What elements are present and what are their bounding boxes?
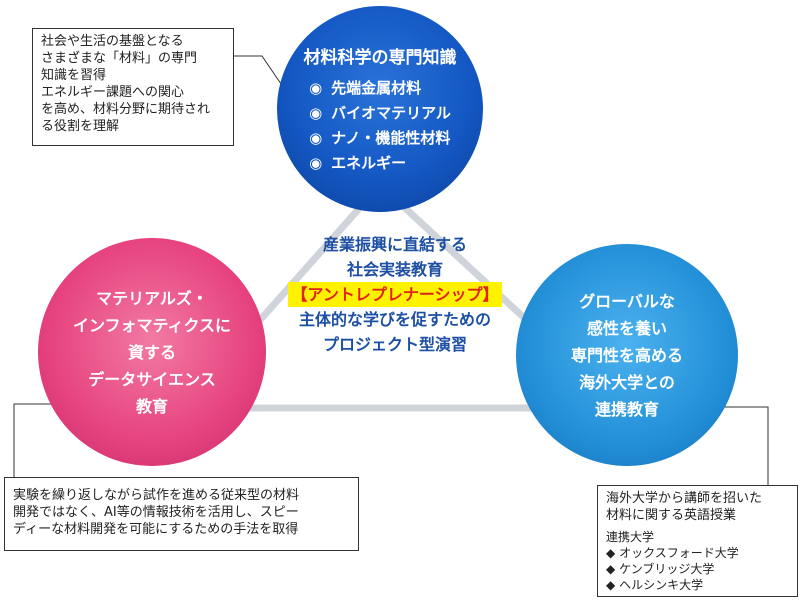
- materials-science-circle: 材料科学の専門知識 ◉ 先端金属材料 ◉ バイオマテリアル ◉ ナノ・機能性材料 ◉ エ…: [277, 6, 483, 212]
- partner-name: ケンブリッジ大学: [619, 562, 715, 576]
- list-item: ◉ バイオマテリアル: [309, 101, 451, 126]
- list-item: ◉ ナノ・機能性材料: [309, 126, 451, 151]
- list-item-label: 先端金属材料: [331, 78, 422, 97]
- note-line: エネルギー課題への関心: [41, 85, 185, 100]
- note-line: 知識を習得: [41, 68, 107, 83]
- circle-text-line: マテリアルズ・: [96, 288, 208, 308]
- partner-name: ヘルシンキ大学: [619, 578, 704, 592]
- diamond-bullet-icon: ◆: [606, 578, 616, 592]
- note-line: ディーな材料開発を可能にするための手法を取得: [13, 522, 299, 537]
- center-text-line: 社会実装教育: [346, 260, 443, 279]
- partner-item: ◆ ケンブリッジ大学: [606, 561, 789, 577]
- radio-bullet-icon: ◉: [309, 153, 323, 172]
- radio-bullet-icon: ◉: [309, 103, 323, 122]
- circle-text-line: 海外大学との: [579, 372, 675, 392]
- leader-line-bottom-left: [13, 403, 62, 477]
- partner-heading: 連携大学: [606, 530, 655, 544]
- list-item: ◉ 先端金属材料: [309, 76, 451, 101]
- partner-item: ◆ オックスフォード大学: [606, 545, 789, 561]
- entrepreneurship-highlight: 【アントレプレナーシップ】: [288, 282, 502, 307]
- list-item-label: ナノ・機能性材料: [331, 128, 451, 147]
- diamond-bullet-icon: ◆: [606, 546, 616, 560]
- list-item-label: バイオマテリアル: [331, 103, 451, 122]
- note-line: る役割を理解: [41, 119, 120, 134]
- materials-science-title: 材料科学の専門知識: [303, 47, 457, 68]
- data-science-text: マテリアルズ・ インフォマティクスに 資する データサイエンス 教育: [73, 285, 231, 420]
- note-line: さまざまな「材料」の専門: [41, 51, 198, 66]
- note-line: 実験を繰り返しながら試作を進める従来型の材料: [13, 488, 300, 503]
- partner-name: オックスフォード大学: [619, 546, 739, 560]
- circle-text-line: インフォマティクスに: [72, 315, 232, 335]
- data-science-circle: マテリアルズ・ インフォマティクスに 資する データサイエンス 教育: [38, 238, 266, 466]
- radio-bullet-icon: ◉: [309, 128, 323, 147]
- partner-item: ◆ ヘルシンキ大学: [606, 577, 789, 593]
- global-education-note: 海外大学から講師を招いた 材料に関する英語授業 連携大学 ◆ オックスフォード大…: [597, 485, 798, 597]
- circle-text-line: 連携教育: [594, 399, 659, 419]
- note-line: 開発ではなく、AI等の情報技術を活用し、スピー: [13, 505, 299, 520]
- note-line: 社会や生活の基盤となる: [41, 34, 184, 49]
- circle-text-line: 専門性を高める: [570, 345, 683, 365]
- center-text-line: 主体的な学びを促すための: [298, 310, 491, 329]
- note-line: を高め、材料分野に期待され: [41, 102, 211, 117]
- list-item-label: エネルギー: [331, 153, 407, 172]
- center-text-line: 産業振興に直結する: [322, 235, 467, 254]
- data-science-note: 実験を繰り返しながら試作を進める従来型の材料 開発ではなく、AI等の情報技術を活…: [4, 477, 359, 551]
- radio-bullet-icon: ◉: [309, 78, 323, 97]
- circle-text-line: 資する: [127, 342, 176, 362]
- circle-text-line: データサイエンス: [88, 369, 216, 389]
- circle-text-line: 感性を養い: [586, 318, 667, 338]
- circle-text-line: グローバルな: [579, 291, 675, 311]
- diamond-bullet-icon: ◆: [606, 562, 616, 576]
- note-line: 海外大学から講師を招いた: [606, 491, 763, 506]
- materials-science-note: 社会や生活の基盤となる さまざまな「材料」の専門 知識を習得 エネルギー課題への…: [32, 28, 234, 146]
- global-education-circle: グローバルな 感性を養い 専門性を高める 海外大学との 連携教育: [516, 244, 738, 466]
- circle-text-line: 教育: [135, 396, 168, 416]
- materials-science-list: ◉ 先端金属材料 ◉ バイオマテリアル ◉ ナノ・機能性材料 ◉ エネルギー: [309, 76, 451, 176]
- note-line: 材料に関する英語授業: [606, 508, 737, 523]
- global-education-text: グローバルな 感性を養い 専門性を高める 海外大学との 連携教育: [571, 288, 683, 423]
- center-text-line: プロジェクト型演習: [322, 335, 467, 354]
- center-text-block: 産業振興に直結する 社会実装教育 【アントレプレナーシップ】 主体的な学びを促す…: [268, 232, 522, 357]
- list-item: ◉ エネルギー: [309, 151, 451, 176]
- leader-line-bottom-right: [719, 406, 769, 485]
- partner-universities: 連携大学 ◆ オックスフォード大学 ◆ ケンブリッジ大学 ◆ ヘルシンキ大学: [606, 529, 789, 593]
